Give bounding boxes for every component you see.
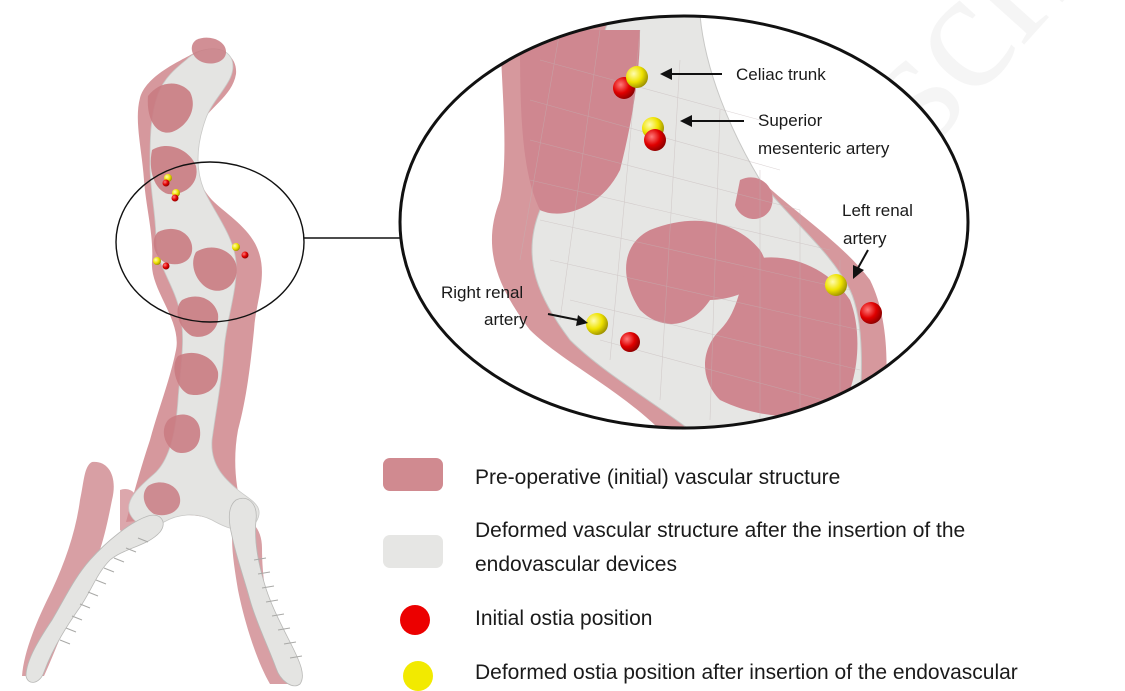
legend-label-deformed-ostia: Deformed ostia position after insertion …	[475, 658, 1018, 688]
model-initial-ostium	[163, 263, 170, 270]
model-deformed-ostium	[232, 243, 240, 251]
legend-label-initial-ostia: Initial ostia position	[475, 604, 652, 634]
right-renal-initial-ostium	[620, 332, 640, 352]
label-celiac-trunk: Celiac trunk	[736, 64, 826, 86]
model-initial-ostium	[242, 252, 249, 259]
legend-label-deformed-line1: Deformed vascular structure after the in…	[475, 516, 965, 546]
model-deformed-ostium	[153, 257, 161, 265]
label-left-renal-line2: artery	[843, 228, 886, 250]
legend-swatch-preop	[383, 458, 443, 491]
sma-initial-ostium	[644, 129, 666, 151]
model-initial-ostium	[172, 195, 179, 202]
legend-icon-initial-ostia	[400, 605, 430, 635]
legend-label-preop: Pre-operative (initial) vascular structu…	[475, 463, 840, 493]
legend-swatch-deformed	[383, 535, 443, 568]
left-renal-initial-ostium	[860, 302, 882, 324]
left-renal-deformed-ostium	[825, 274, 847, 296]
label-left-renal-line1: Left renal	[842, 200, 913, 222]
right-renal-deformed-ostium	[586, 313, 608, 335]
label-sma-line1: Superior	[758, 110, 822, 132]
celiac-deformed-ostium	[626, 66, 648, 88]
legend-label-deformed-line2: endovascular devices	[475, 550, 677, 580]
model-initial-ostium	[163, 180, 170, 187]
label-sma-line2: mesenteric artery	[758, 138, 889, 160]
aorta-model	[22, 38, 302, 686]
label-right-renal-line1: Right renal	[441, 282, 523, 304]
legend-icon-deformed-ostia	[403, 661, 433, 691]
label-right-renal-line2: artery	[484, 309, 527, 331]
